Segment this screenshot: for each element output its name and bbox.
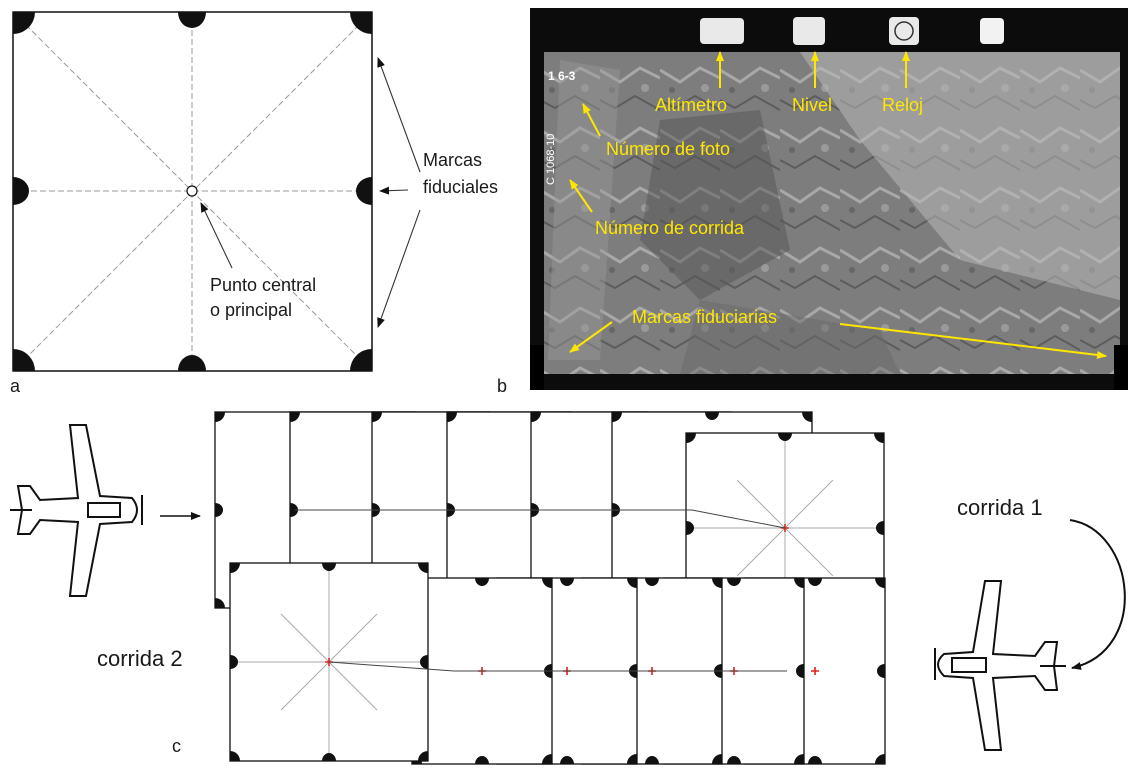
run-1-label: corrida 1 <box>957 495 1043 520</box>
photo-number-label: Número de foto <box>606 139 730 159</box>
side-fiducial-mark <box>13 177 29 205</box>
panel-b-letter: b <box>497 376 507 396</box>
corner-fiducial-mark <box>13 12 35 34</box>
airplane-run-2 <box>934 580 1066 751</box>
marks-label-line1: Marcas <box>423 150 482 170</box>
photo-id-stamp: 1 6-3 <box>548 69 576 83</box>
level-instrument <box>793 17 825 45</box>
corner-fiducial-mark <box>350 349 372 371</box>
level-label: Nivel <box>792 95 832 115</box>
altimeter-label: Altímetro <box>655 95 727 115</box>
run-code-stamp: C 1068-10 <box>545 134 557 185</box>
altimeter-instrument <box>700 18 744 44</box>
panel-a-letter: a <box>10 376 21 396</box>
panel-a-fiducial-frame <box>12 11 373 372</box>
side-fiducial-mark <box>356 177 372 205</box>
run-2-flight-line <box>328 661 787 672</box>
principal-point <box>186 185 198 197</box>
run-2-label: corrida 2 <box>97 646 183 671</box>
clock-instrument <box>889 17 919 45</box>
center-label-line2: o principal <box>210 300 292 320</box>
panel-c-letter: c <box>172 736 181 756</box>
side-fiducial-mark <box>178 12 206 28</box>
turn-arrow <box>1069 519 1126 670</box>
panel-a-arrows <box>200 57 421 328</box>
panel-b-yellow-arrows <box>569 51 1107 359</box>
run-number-label: Número de corrida <box>595 218 745 238</box>
corner-fiducial-mark <box>350 12 372 34</box>
run-1-flight-line <box>295 509 786 529</box>
clock-label: Reloj <box>882 95 923 115</box>
marks-label-line2: fiduciales <box>423 177 498 197</box>
panel-b-aerial-photo: 1 6-3 C 1068-10 <box>530 8 1128 390</box>
side-fiducial-mark <box>178 355 206 371</box>
center-label-line1: Punto central <box>210 275 316 295</box>
run-2-photo-strip <box>229 562 886 765</box>
fiducial-marks-label: Marcas fiduciarias <box>632 307 777 327</box>
airplane-run-1 <box>10 424 143 597</box>
corner-fiducial-mark <box>13 349 35 371</box>
